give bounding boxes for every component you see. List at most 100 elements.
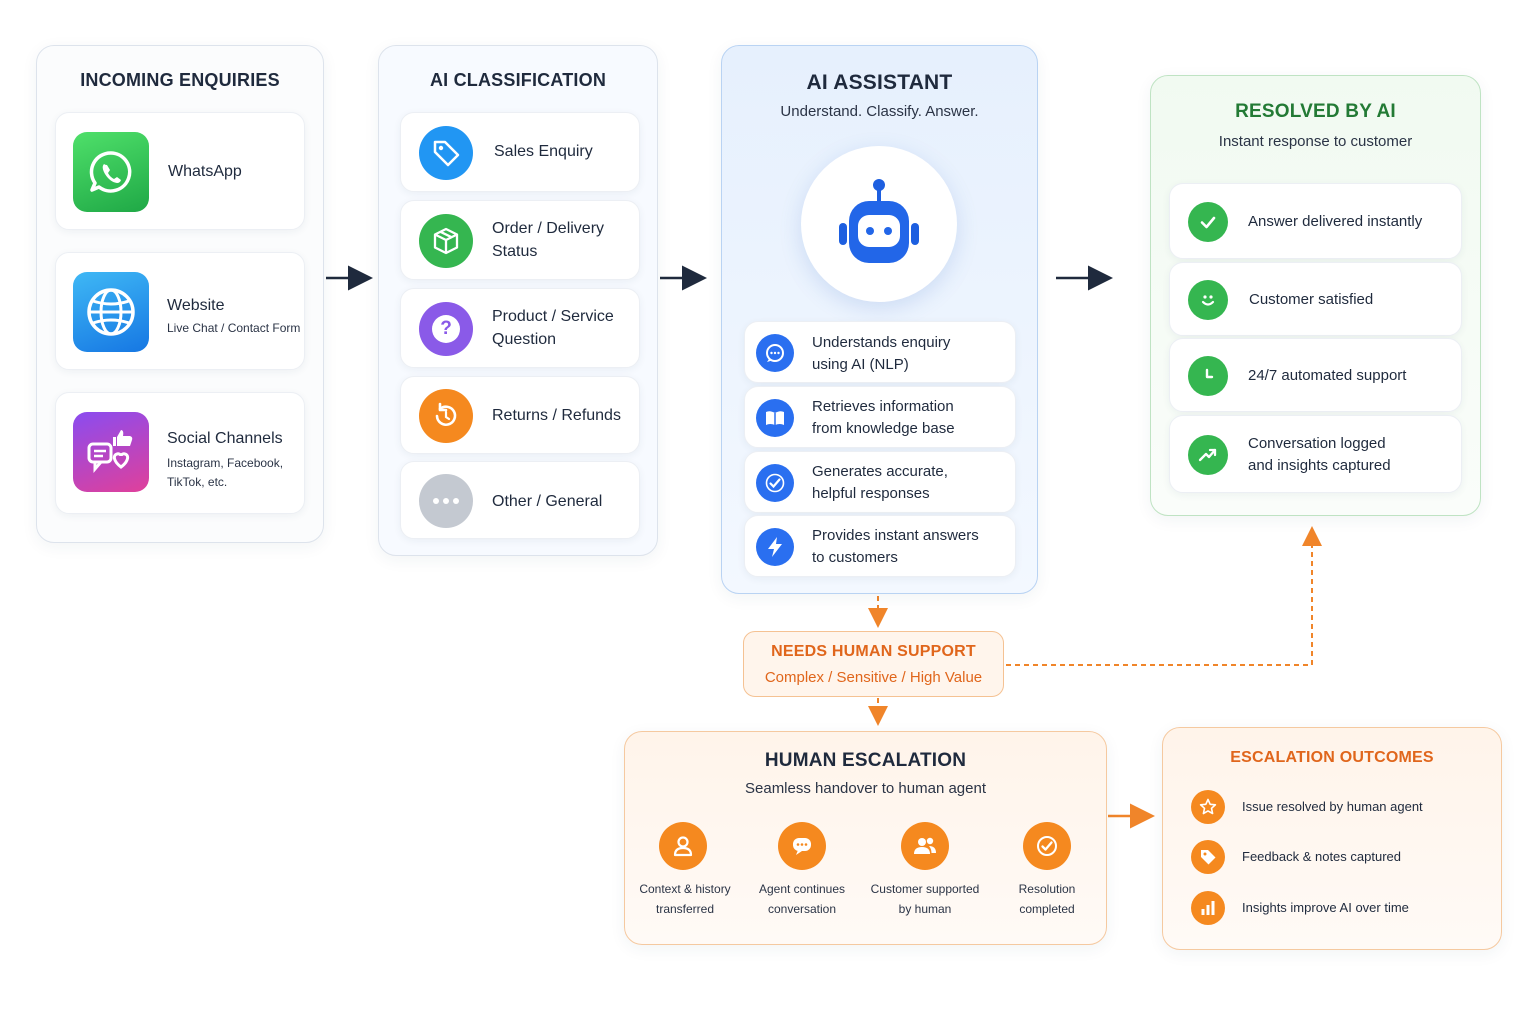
logged-line2: and insights captured: [1248, 457, 1391, 474]
product-label-line2: Question: [492, 331, 557, 348]
check-icon: [1188, 202, 1228, 242]
provides-line2: to customers: [812, 549, 898, 566]
retrieves-line2: from knowledge base: [812, 420, 955, 437]
outcome-item-feedback: Feedback & notes captured: [1191, 840, 1491, 874]
chat-icon: [778, 822, 826, 870]
incoming-enquiries-panel: INCOMING ENQUIRIES WhatsApp Website Live…: [36, 45, 324, 543]
box-icon: [419, 214, 473, 268]
provides-line1: Provides instant answers: [812, 527, 979, 544]
escalation-step-context: Context & history transferred: [625, 822, 743, 932]
users-icon: [901, 822, 949, 870]
whatsapp-label: WhatsApp: [168, 163, 242, 180]
customer-line1: Customer supported: [870, 882, 980, 896]
human-escalation-subtitle: Seamless handover to human agent: [745, 780, 986, 797]
resolved-item-logged[interactable]: Conversation logged and insights capture…: [1169, 415, 1462, 493]
answer-label: Answer delivered instantly: [1248, 213, 1423, 230]
classification-item-other[interactable]: Other / General: [400, 461, 640, 539]
classification-item-product[interactable]: ? Product / Service Question: [400, 288, 640, 368]
assistant-item-retrieves[interactable]: Retrieves information from knowledge bas…: [744, 386, 1016, 448]
resolved-by-ai-panel: RESOLVED BY AI Instant response to custo…: [1150, 75, 1481, 516]
context-line2: transferred: [655, 902, 715, 916]
order-label-line2: Status: [492, 243, 538, 260]
needs-human-subtitle: Complex / Sensitive / High Value: [764, 669, 983, 686]
escalation-step-agent: Agent continues conversation: [743, 822, 861, 932]
needs-human-title: NEEDS HUMAN SUPPORT: [771, 643, 976, 660]
escalation-outcomes-panel: ESCALATION OUTCOMES Issue resolved by hu…: [1162, 727, 1502, 950]
social-sub-line2: TikTok, etc.: [167, 475, 228, 489]
clock-icon: [1188, 356, 1228, 396]
return-icon: [419, 389, 473, 443]
social-label: Social Channels: [167, 430, 283, 447]
assistant-item-understands[interactable]: Understands enquiry using AI (NLP): [744, 321, 1016, 383]
ai-assistant-title: AI ASSISTANT: [806, 71, 953, 94]
check-icon: [1023, 822, 1071, 870]
other-label: Other / General: [492, 493, 603, 510]
insights-label: Insights improve AI over time: [1242, 900, 1409, 915]
classification-item-returns[interactable]: Returns / Refunds: [400, 376, 640, 454]
assistant-item-provides[interactable]: Provides instant answers to customers: [744, 515, 1016, 577]
website-sub: Live Chat / Contact Form: [167, 321, 301, 335]
generates-line2: helpful responses: [812, 485, 930, 502]
assistant-item-generates[interactable]: Generates accurate, helpful responses: [744, 451, 1016, 513]
ai-assistant-panel: AI ASSISTANT Understand. Classify. Answe…: [721, 45, 1038, 594]
outcome-item-issue: Issue resolved by human agent: [1191, 790, 1491, 824]
resolution-line1: Resolution: [1018, 882, 1076, 896]
bar-chart-icon: [1191, 891, 1225, 925]
outcome-item-insights: Insights improve AI over time: [1191, 891, 1491, 925]
classification-item-order[interactable]: Order / Delivery Status: [400, 200, 640, 280]
more-icon: [419, 474, 473, 528]
needs-human-support-box: NEEDS HUMAN SUPPORT Complex / Sensitive …: [743, 631, 1004, 697]
classification-item-sales[interactable]: Sales Enquiry: [400, 112, 640, 192]
understands-line1: Understands enquiry: [812, 334, 951, 351]
trend-icon: [1188, 435, 1228, 475]
website-label: Website: [167, 297, 225, 314]
customer-line2: by human: [898, 902, 952, 916]
incoming-item-social[interactable]: Social Channels Instagram, Facebook, Tik…: [55, 392, 305, 514]
resolved-item-support[interactable]: 24/7 automated support: [1169, 338, 1462, 412]
arrow-needs-human-to-resolved: [1006, 526, 1322, 666]
smile-icon: [1188, 280, 1228, 320]
social-sub-line1: Instagram, Facebook,: [167, 456, 284, 470]
generates-line1: Generates accurate,: [812, 463, 948, 480]
ai-assistant-subtitle: Understand. Classify. Answer.: [780, 103, 979, 120]
robot-icon: [801, 146, 957, 302]
user-icon: [659, 822, 707, 870]
resolved-item-answer[interactable]: Answer delivered instantly: [1169, 183, 1462, 259]
globe-icon: [73, 272, 149, 352]
resolution-line2: completed: [1019, 902, 1075, 916]
context-line1: Context & history: [639, 882, 731, 896]
human-escalation-title: HUMAN ESCALATION: [764, 750, 967, 771]
escalation-step-resolution: Resolution completed: [989, 822, 1105, 932]
understands-line2: using AI (NLP): [812, 356, 909, 373]
satisfied-label: Customer satisfied: [1249, 291, 1374, 308]
incoming-enquiries-title: INCOMING ENQUIRIES: [80, 70, 280, 90]
support-label: 24/7 automated support: [1248, 367, 1407, 384]
escalation-outcomes-title: ESCALATION OUTCOMES: [1230, 749, 1434, 766]
resolved-item-satisfied[interactable]: Customer satisfied: [1169, 262, 1462, 336]
order-label-line1: Order / Delivery: [492, 220, 605, 237]
ai-classification-panel: AI CLASSIFICATION Sales Enquiry Order / …: [378, 45, 658, 556]
incoming-item-whatsapp[interactable]: WhatsApp: [55, 112, 305, 230]
chat-icon: [756, 334, 794, 372]
sales-label: Sales Enquiry: [494, 143, 593, 160]
issue-label: Issue resolved by human agent: [1242, 799, 1423, 814]
resolved-subtitle: Instant response to customer: [1218, 133, 1413, 150]
escalation-step-customer: Customer supported by human: [861, 822, 989, 932]
product-label-line1: Product / Service: [492, 308, 614, 325]
agent-line1: Agent continues: [758, 882, 846, 896]
check-icon: [756, 464, 794, 502]
tag-icon: [1191, 840, 1225, 874]
human-escalation-panel: HUMAN ESCALATION Seamless handover to hu…: [624, 731, 1107, 945]
retrieves-line1: Retrieves information: [812, 398, 954, 415]
whatsapp-icon: [73, 132, 149, 212]
bolt-icon: [756, 528, 794, 566]
incoming-item-website[interactable]: Website Live Chat / Contact Form: [55, 252, 305, 370]
resolved-title: RESOLVED BY AI: [1235, 101, 1396, 122]
social-icon: [73, 412, 149, 492]
question-icon: ?: [419, 302, 473, 356]
book-icon: [756, 399, 794, 437]
ai-classification-title: AI CLASSIFICATION: [429, 70, 607, 90]
returns-label: Returns / Refunds: [492, 407, 621, 424]
logged-line1: Conversation logged: [1248, 435, 1386, 452]
